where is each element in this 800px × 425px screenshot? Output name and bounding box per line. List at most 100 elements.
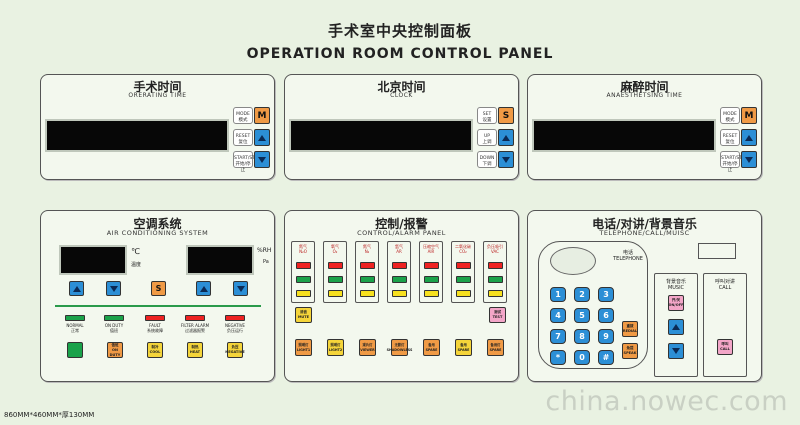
red-lamp (456, 262, 471, 269)
reset-label: RESET 复位 (233, 129, 253, 146)
control-button-4[interactable]: 备用 SPARE (423, 339, 440, 356)
humidity-display (186, 245, 254, 275)
green-lamp (456, 276, 471, 283)
keypad-key[interactable]: 9 (598, 329, 614, 344)
negative-button[interactable]: 负压 NEGATIVE (225, 342, 245, 358)
air-conditioning-panel: 空调系统 AIR CONDITIONING SYSTEM ℃ 温度 %RH Pa… (40, 210, 275, 382)
redial-button[interactable]: 重拨 REDIAL (622, 321, 638, 337)
keypad-key[interactable]: 0 (574, 350, 590, 365)
dimensions-note: 860MM*460MM*厚130MM (4, 411, 95, 419)
green-lamp (424, 276, 439, 283)
control-alarm-title-cn: 控制/报警 (375, 217, 428, 231)
filter-alarm-lamp (185, 315, 205, 321)
ac-set-button[interactable]: S (151, 281, 166, 296)
arrow-up-icon (199, 285, 208, 292)
control-button-5[interactable]: 备用 SPARE (455, 339, 472, 356)
control-button-1[interactable]: 照明灯 LIGHT2 (327, 339, 344, 356)
anaesthesia-time-panel: 麻醉时间 ANAESTHETSING TIME MODE 模式 M RESET … (527, 74, 762, 180)
down-button[interactable] (254, 151, 270, 168)
yellow-lamp (424, 290, 439, 297)
anaesthesia-display (532, 119, 716, 152)
red-lamp (360, 262, 375, 269)
music-volume-down-button[interactable] (668, 343, 684, 359)
music-label-cn: 背景音乐 (665, 279, 686, 285)
ac-power-button[interactable] (67, 342, 83, 358)
music-volume-up-button[interactable] (668, 319, 684, 335)
call-button[interactable]: 呼叫 CALL (717, 339, 733, 355)
music-on-off-button[interactable]: 开/关 ON/OFF (668, 295, 684, 311)
temperature-label: 温度 (131, 262, 142, 268)
cool-button[interactable]: 制冷 COOL (147, 342, 163, 358)
call-section: 呼叫对讲 CALL (703, 273, 747, 377)
arrow-down-icon (258, 156, 266, 163)
call-label-en: CALL (718, 285, 732, 291)
fault-lamp (145, 315, 165, 321)
operating-time-title-cn: 手术时间 (133, 80, 182, 94)
keypad-key[interactable]: 4 (550, 308, 566, 323)
watermark: china.nowec.com (545, 386, 788, 417)
keypad-key[interactable]: # (598, 350, 614, 365)
red-lamp (392, 262, 407, 269)
arrow-down-icon (109, 285, 118, 292)
speaker-button[interactable]: 免提 SPEAK (622, 343, 638, 359)
arrow-up-icon (502, 134, 510, 141)
keypad-key[interactable]: 6 (598, 308, 614, 323)
mode-button[interactable]: M (254, 107, 270, 124)
up-button[interactable] (741, 129, 757, 146)
control-button-6[interactable]: 备用灯 SPARE (487, 339, 504, 356)
keypad-key[interactable]: 3 (598, 287, 614, 302)
up-label: UP 上调 (477, 129, 497, 146)
keypad-key[interactable]: 7 (550, 329, 566, 344)
on-duty-button[interactable]: 值班 ON DUTY (107, 342, 123, 358)
arrow-up-icon (745, 134, 753, 141)
down-button[interactable] (741, 151, 757, 168)
operating-time-panel: 手术时间 ORERATING TIME MODE 模式 M RESET 复位 S… (40, 74, 275, 180)
test-button[interactable]: 测试 TEST (489, 307, 506, 323)
yellow-lamp (328, 290, 343, 297)
arrow-down-icon (672, 348, 680, 354)
control-button-3[interactable]: 无影灯 SHADOWLESS (387, 339, 412, 356)
humidity-down-button[interactable] (233, 281, 248, 296)
keypad-key[interactable]: 1 (550, 287, 566, 302)
clock-down-button[interactable] (498, 151, 514, 168)
heat-button[interactable]: 制热 HEAT (187, 342, 203, 358)
keypad-key[interactable]: * (550, 350, 566, 365)
green-lamp (296, 276, 311, 283)
yellow-lamp (296, 290, 311, 297)
keypad-key[interactable]: 5 (574, 308, 590, 323)
temp-down-button[interactable] (106, 281, 121, 296)
humidity-up-button[interactable] (196, 281, 211, 296)
green-lamp (328, 276, 343, 283)
keypad-key[interactable]: 8 (574, 329, 590, 344)
mode-button[interactable]: M (741, 107, 757, 124)
red-lamp (328, 262, 343, 269)
music-label-en: MUSIC (667, 285, 685, 291)
mute-button[interactable]: 消音 MUTE (295, 307, 312, 323)
temp-up-button[interactable] (69, 281, 84, 296)
negative-lamp (225, 315, 245, 321)
set-button[interactable]: S (498, 107, 514, 124)
arrow-up-icon (258, 134, 266, 141)
control-button-0[interactable]: 照明灯 LIGHT1 (295, 339, 312, 356)
arrow-up-icon (72, 285, 81, 292)
keypad-key[interactable]: 2 (574, 287, 590, 302)
yellow-lamp (360, 290, 375, 297)
control-button-2[interactable]: 观片灯 VIEWER (359, 339, 376, 356)
clock-up-button[interactable] (498, 129, 514, 146)
anaesthesia-title-cn: 麻醉时间 (620, 80, 669, 94)
up-button[interactable] (254, 129, 270, 146)
clock-display (289, 119, 473, 152)
telephone-speaker-icon (550, 247, 596, 275)
